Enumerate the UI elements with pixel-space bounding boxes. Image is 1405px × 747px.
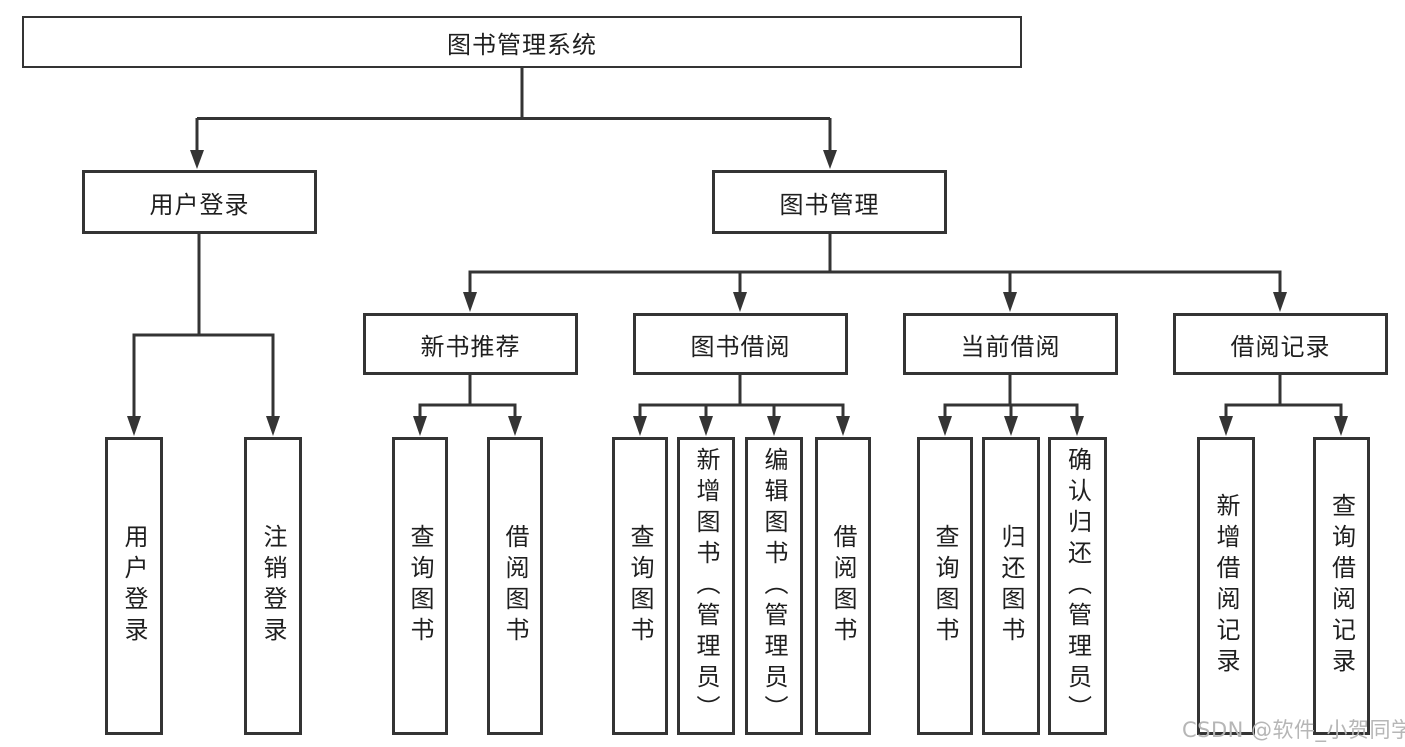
leaf-logout-label: 注销登录: [259, 524, 287, 648]
node-book-borrow: 图书借阅: [633, 313, 848, 375]
leaf-query-book-current: 查询图书: [917, 437, 973, 735]
leaf-user-login-label: 用户登录: [120, 524, 148, 648]
connector-book-management-to-level3: [463, 234, 1287, 312]
leaf-return-book-label: 归还图书: [997, 524, 1025, 648]
node-borrow-record: 借阅记录: [1173, 313, 1388, 375]
leaf-query-borrow-record-label: 查询借阅记录: [1327, 493, 1356, 679]
leaf-logout: 注销登录: [244, 437, 302, 735]
node-new-book-recommend: 新书推荐: [363, 313, 578, 375]
leaf-query-book-newrec-label: 查询图书: [406, 524, 434, 648]
connector-user-login-to-leaves: [127, 234, 280, 436]
leaf-add-book-admin-label: 新增图书（管理员）: [692, 446, 720, 726]
csdn-watermark: CSDN @软件_小贺同学: [1182, 718, 1405, 742]
node-book-management: 图书管理: [712, 170, 947, 234]
connector-borrow-record-to-leaves: [1219, 375, 1348, 436]
connector-current-borrow-to-leaves: [938, 375, 1084, 436]
connector-book-borrow-to-leaves: [633, 375, 850, 436]
leaf-confirm-return-admin-label: 确认归还（管理员）: [1063, 446, 1092, 726]
connector-new-book-recommend-to-leaves: [413, 375, 522, 436]
leaf-confirm-return-admin: 确认归还（管理员）: [1048, 437, 1107, 735]
connector-root-to-level2: [190, 68, 837, 169]
leaf-add-book-admin: 新增图书（管理员）: [677, 437, 735, 735]
leaf-borrow-book-newrec-label: 借阅图书: [501, 524, 529, 648]
leaf-user-login: 用户登录: [105, 437, 163, 735]
leaf-borrow-book-borrow-label: 借阅图书: [829, 524, 857, 648]
node-root-system: 图书管理系统: [22, 16, 1022, 68]
leaf-query-book-newrec: 查询图书: [392, 437, 448, 735]
leaf-query-book-borrow-label: 查询图书: [626, 524, 654, 648]
leaf-return-book: 归还图书: [982, 437, 1040, 735]
leaf-add-borrow-record: 新增借阅记录: [1197, 437, 1255, 735]
leaf-query-book-current-label: 查询图书: [931, 524, 959, 648]
leaf-edit-book-admin-label: 编辑图书（管理员）: [760, 446, 788, 726]
leaf-query-borrow-record: 查询借阅记录: [1313, 437, 1370, 735]
node-current-borrow: 当前借阅: [903, 313, 1118, 375]
node-user-login: 用户登录: [82, 170, 317, 234]
leaf-edit-book-admin: 编辑图书（管理员）: [745, 437, 803, 735]
leaf-borrow-book-newrec: 借阅图书: [487, 437, 543, 735]
leaf-borrow-book-borrow: 借阅图书: [815, 437, 871, 735]
leaf-add-borrow-record-label: 新增借阅记录: [1212, 493, 1240, 679]
leaf-query-book-borrow: 查询图书: [612, 437, 668, 735]
